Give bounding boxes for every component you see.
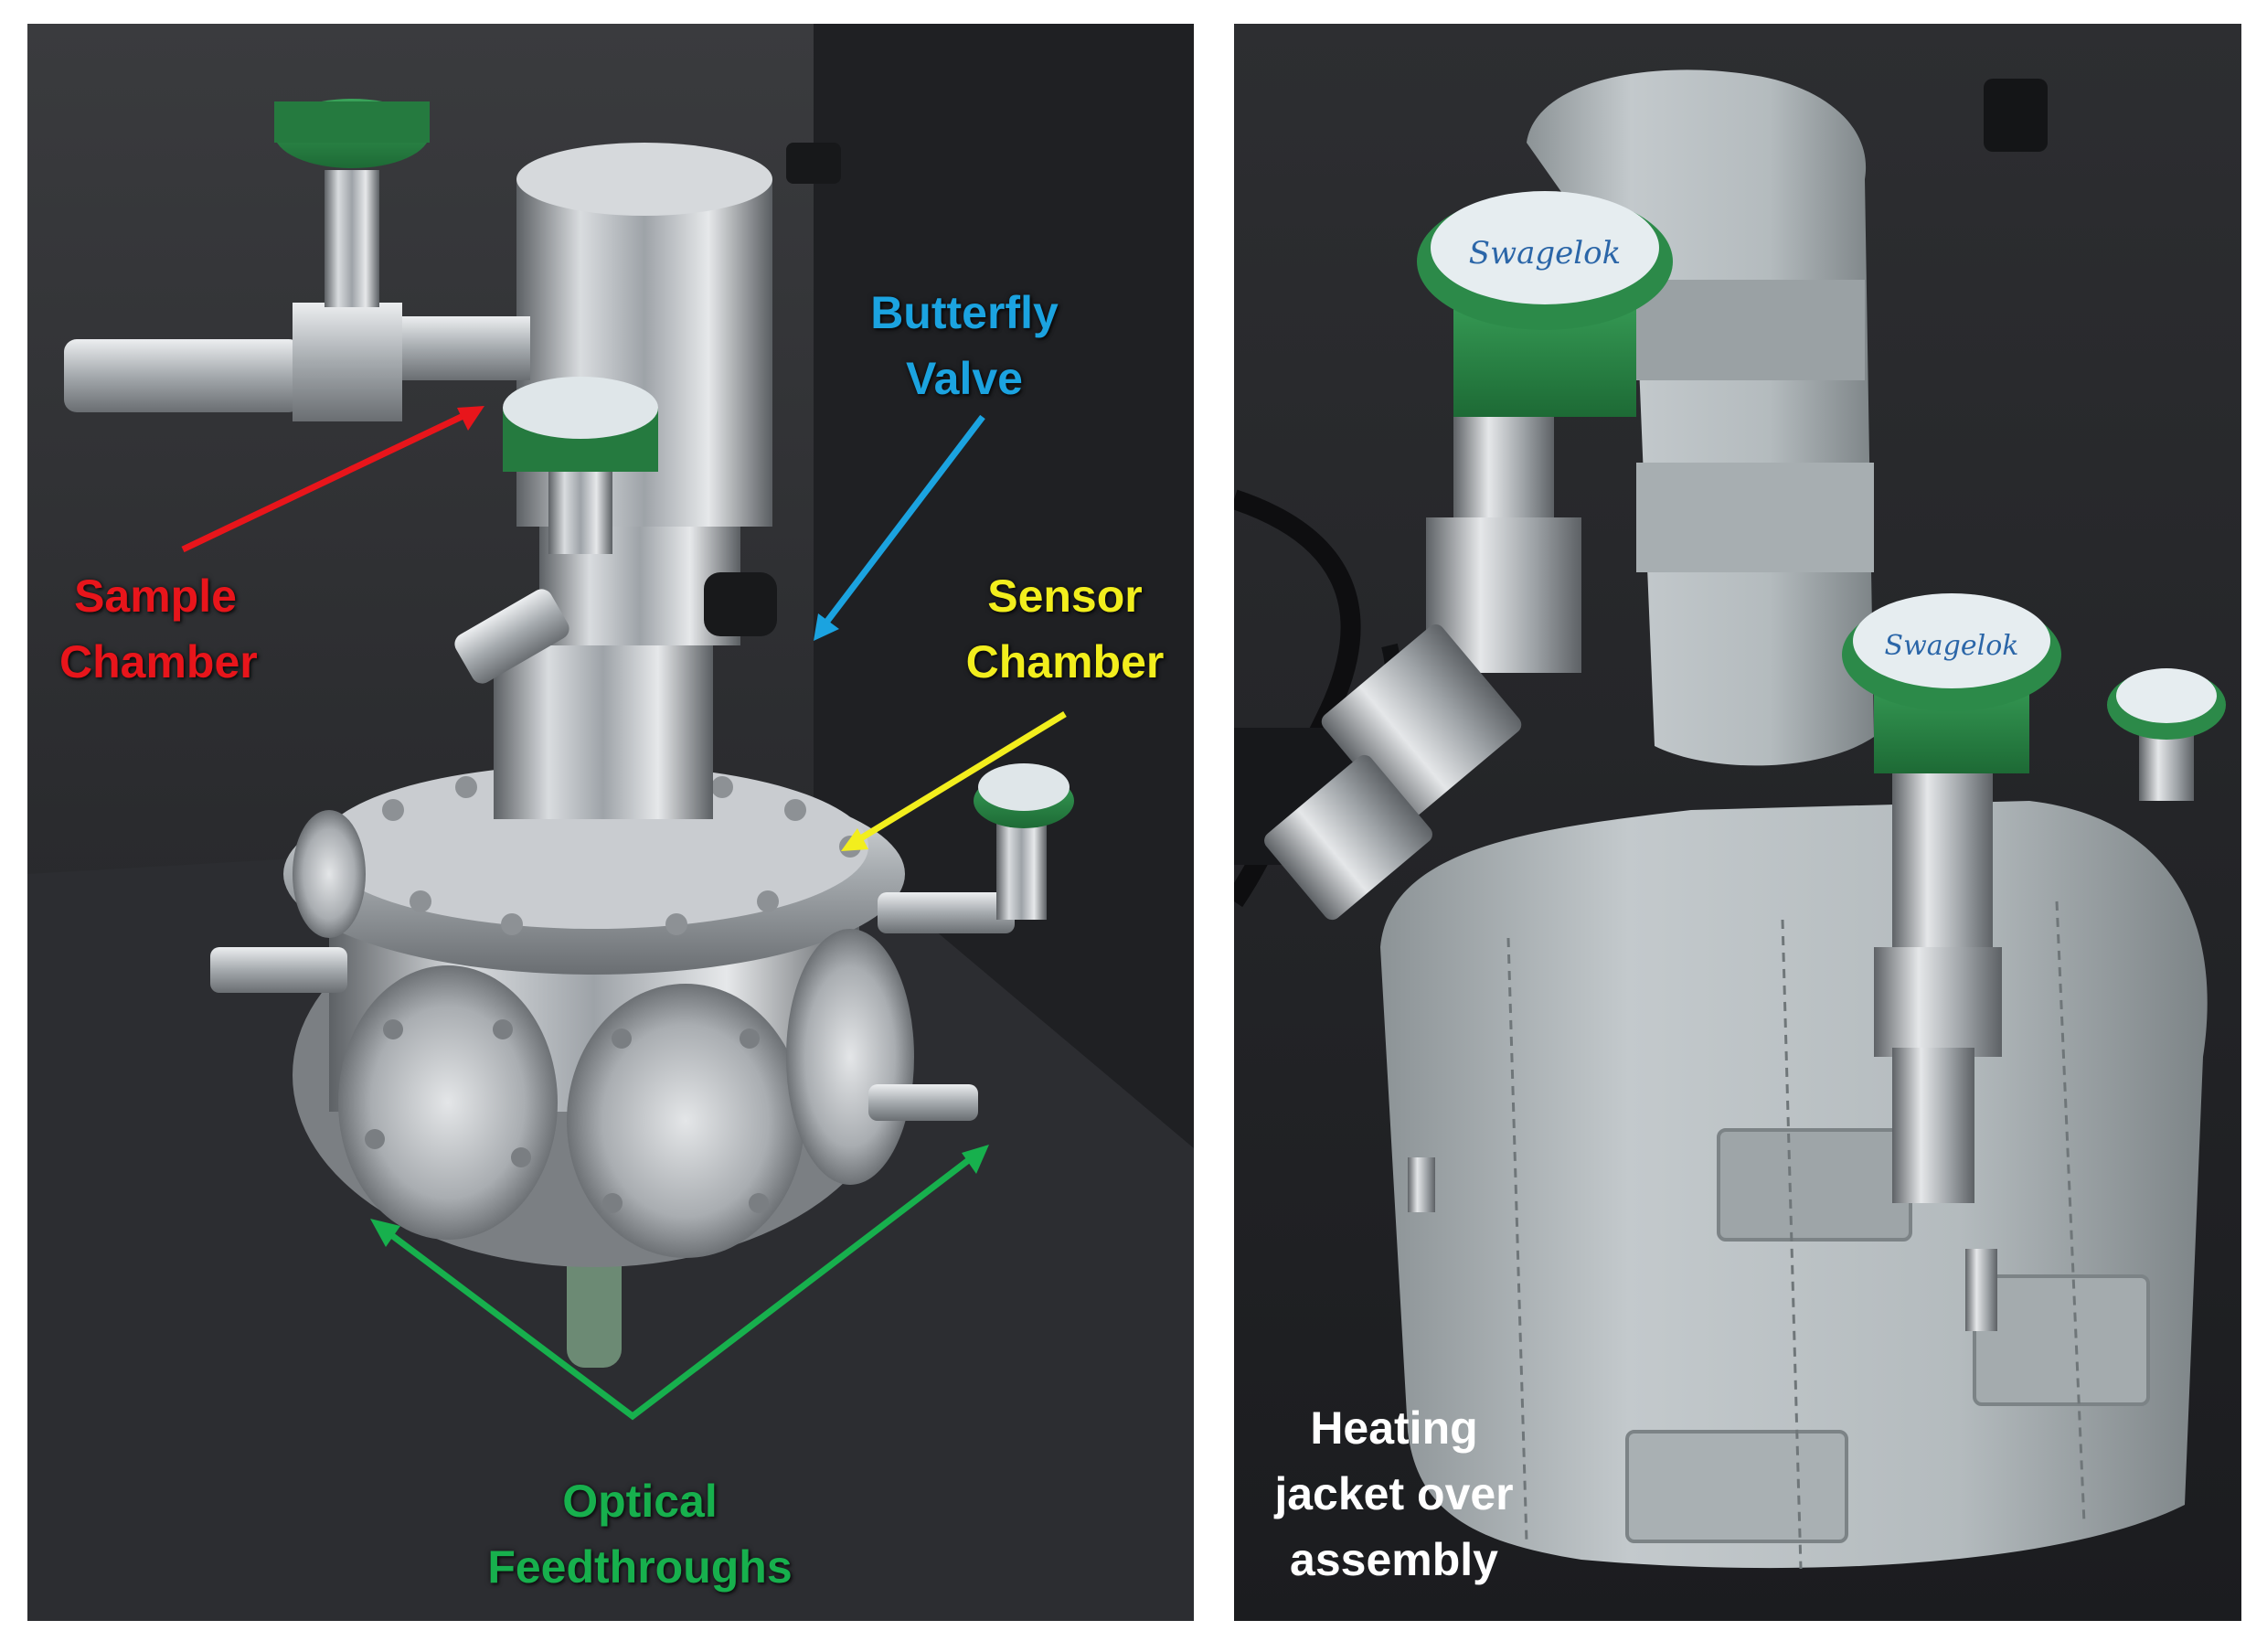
label-butterfly-valve: Butterfly Valve [870, 287, 1059, 404]
heating-jacket-illustration: Swagelok Swagelok [1234, 24, 2241, 1621]
optical-feedthroughs-arrow [377, 1150, 981, 1421]
label-heating-jacket: Heating jacket over assembly [1274, 1402, 1514, 1585]
label-optical-feedthroughs: Optical Feedthroughs [487, 1476, 793, 1593]
valve-brand-text-2: Swagelok [1885, 630, 2019, 662]
sensor-chamber-arrow [853, 711, 1067, 845]
label-sample-chamber: Sample Chamber [59, 570, 258, 687]
butterfly-valve-arrow [820, 414, 985, 630]
assembly-illustration [27, 24, 1194, 1621]
valve-brand-text-1: Swagelok [1469, 235, 1622, 272]
photo-heating-jacket: Swagelok Swagelok Heating jacket over as… [1234, 24, 2241, 1621]
label-sensor-chamber: Sensor Chamber [965, 570, 1165, 687]
photo-assembly: Sample Chamber Butterfly Valve Sensor Ch… [27, 24, 1194, 1621]
sample-chamber-arrow [181, 409, 473, 553]
